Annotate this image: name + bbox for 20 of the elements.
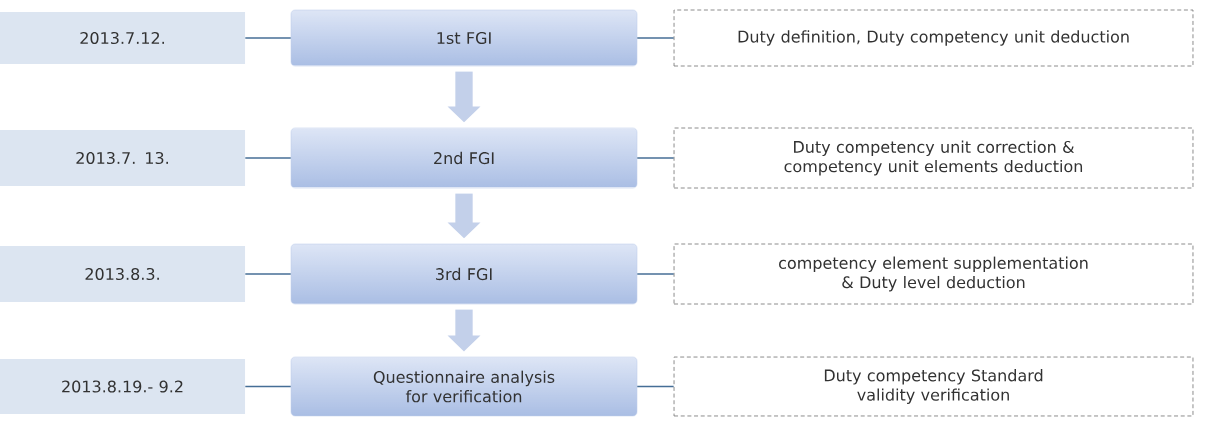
connector-line bbox=[636, 37, 675, 39]
process-box: 3rd FGI bbox=[290, 243, 638, 305]
connector-line bbox=[636, 273, 675, 275]
connector-line bbox=[244, 385, 292, 388]
date-box: 2013.7.12. bbox=[0, 12, 246, 64]
date-box: 2013.8.19.- 9.2 bbox=[0, 359, 246, 414]
result-box: Duty definition, Duty competency unit deduction bbox=[673, 9, 1194, 67]
connector-line bbox=[636, 385, 675, 388]
result-box: Duty competency Standard validity verification bbox=[673, 356, 1194, 417]
process-box: Questionnaire analysis for verification bbox=[290, 356, 638, 417]
date-box: 2013.8.3. bbox=[0, 246, 246, 302]
result-box: competency element supplementation & Duty level deduction bbox=[673, 243, 1194, 305]
date-box: 2013.7. 13. bbox=[0, 130, 246, 186]
connector-line bbox=[636, 157, 675, 159]
connector-line bbox=[244, 157, 292, 159]
connector-line bbox=[244, 37, 292, 39]
process-box: 2nd FGI bbox=[290, 127, 638, 189]
connector-line bbox=[244, 273, 292, 275]
result-box: Duty competency unit correction & competency unit elements deduction bbox=[673, 127, 1194, 189]
process-box: 1st FGI bbox=[290, 9, 638, 67]
